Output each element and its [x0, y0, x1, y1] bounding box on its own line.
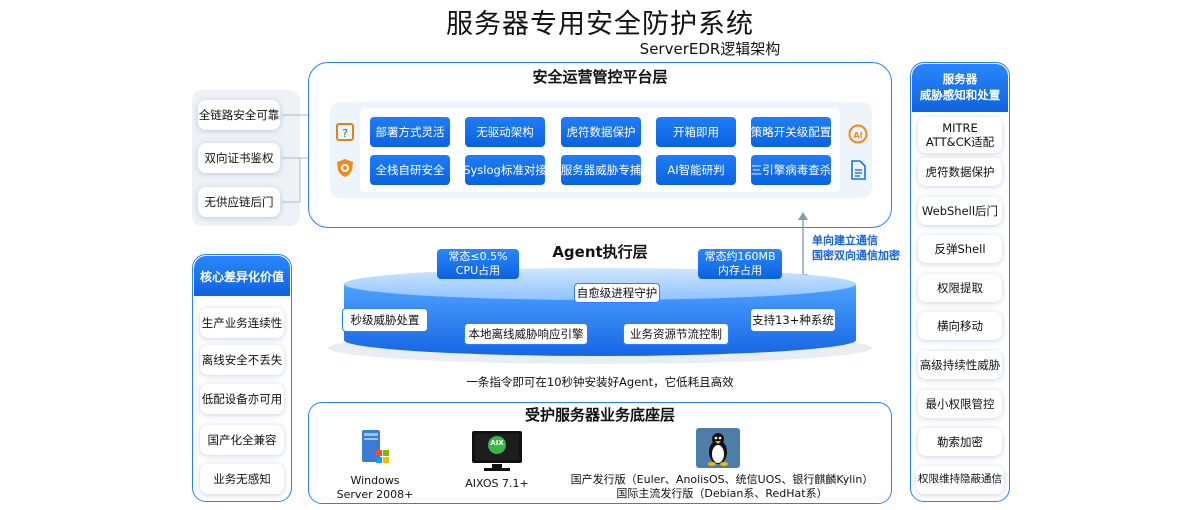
memory-stat-line2: 内存占用 — [717, 264, 762, 277]
channel-label: 单向建立通信 国密双向通信加密 — [812, 234, 900, 264]
feature-driverless: 无驱动架构 — [465, 117, 545, 147]
feature-out-of-box: 开箱即用 — [656, 117, 736, 147]
threat-item: 权限维持隐蔽通信 — [916, 466, 1004, 494]
threat-item: 横向移动 — [918, 312, 1002, 340]
agent-tag-offline-engine: 本地离线威胁响应引擎 — [464, 323, 588, 345]
threat-item: MITRE ATT&CK适配 — [918, 117, 1002, 153]
threat-item: 权限提取 — [918, 274, 1002, 302]
cpu-stat-line1: 常态≤0.5% — [448, 249, 508, 263]
linux-label-line2: 国际主流发行版（Debian系、RedHat系） — [616, 486, 828, 500]
agent-tag-multi-os: 支持13+种系统 — [750, 308, 836, 332]
agent-tag-throttle: 业务资源节流控制 — [623, 323, 729, 345]
core-value-item: 业务无感知 — [200, 464, 284, 494]
threat-item: WebShell后门 — [918, 197, 1002, 225]
feature-three-engine: 三引擎病毒查杀 — [751, 155, 831, 185]
left-top-item: 全链路安全可靠 — [198, 100, 280, 130]
core-value-item: 低配设备亦可用 — [200, 384, 284, 414]
base-layer-title: 受护服务器业务底座层 — [524, 406, 675, 424]
threat-item: 虎符数据保护 — [918, 158, 1002, 186]
feature-syslog: Syslog标准对接 — [463, 155, 547, 185]
core-value-item: 国产化全兼容 — [200, 425, 284, 455]
memory-stat-box: 常态约160MB 内存占用 — [698, 249, 782, 279]
core-value-item: 离线安全不丢失 — [200, 345, 284, 375]
screen-check-icon: ? — [335, 122, 355, 142]
threat-header-line1: 服务器 — [942, 72, 978, 87]
channel-line1: 单向建立通信 — [812, 234, 878, 247]
feature-policy-switch: 策略开关级配置 — [751, 117, 831, 147]
windows-label-line1: Windows — [350, 474, 400, 487]
windows-label-line2: Server 2008+ — [336, 487, 414, 501]
svg-text:?: ? — [342, 127, 348, 140]
core-value-header: 核心差异化价值 — [194, 256, 290, 296]
linux-penguin-icon — [696, 428, 740, 468]
feature-data-protect: 虎符数据保护 — [561, 117, 641, 147]
agent-tag-self-heal: 自愈级进程守护 — [574, 283, 660, 303]
svg-text:AI: AI — [853, 131, 862, 140]
agent-tag-second-level: 秒级威胁处置 — [342, 308, 428, 332]
cpu-stat-box: 常态≤0.5% CPU占用 — [437, 249, 519, 279]
aix-logo-text: AIX — [490, 439, 504, 447]
agent-layer-title: Agent执行层 — [552, 243, 648, 261]
feature-flexible-deploy: 部署方式灵活 — [370, 117, 450, 147]
core-value-item: 生产业务连续性 — [200, 308, 284, 338]
left-top-item: 双向证书鉴权 — [198, 143, 280, 173]
agent-caption: 一条指令即可在10秒钟安装好Agent，它低耗且高效 — [466, 375, 734, 389]
windows-server-icon — [358, 428, 392, 468]
windows-label: Windows Server 2008+ — [330, 474, 420, 502]
shield-target-icon — [335, 158, 355, 178]
feature-threat-capture: 服务器威胁专捕 — [561, 155, 641, 185]
feature-full-stack: 全栈自研安全 — [370, 155, 450, 185]
threat-item: 高级持续性威胁 — [918, 351, 1002, 379]
feature-ai-judge: AI智能研判 — [656, 155, 736, 185]
linux-label: 国产发行版（Euler、AnolisOS、统信UOS、银行麒麟Kylin） 国际… — [552, 473, 892, 501]
cpu-stat-line2: CPU占用 — [455, 264, 501, 277]
threat-header-line2: 威胁感知和处置 — [919, 88, 1001, 102]
threat-item: 勒索加密 — [918, 428, 1002, 456]
aix-label: AIXOS 7.1+ — [465, 477, 529, 490]
left-top-item: 无供应链后门 — [198, 187, 280, 217]
base-layer-frame — [308, 402, 892, 504]
linux-label-line1: 国产发行版（Euler、AnolisOS、统信UOS、银行麒麟Kylin） — [570, 473, 874, 486]
document-icon — [848, 160, 868, 180]
threat-panel-header: 服务器 威胁感知和处置 — [912, 64, 1008, 112]
threat-item: 最小权限管控 — [918, 390, 1002, 418]
page-title: 服务器专用安全防护系统 — [446, 9, 754, 40]
threat-item: 反弹Shell — [918, 235, 1002, 263]
ai-badge-icon: AI — [848, 124, 868, 144]
page-subtitle: ServerEDR逻辑架构 — [639, 40, 781, 58]
aix-monitor-icon: AIX — [470, 430, 524, 472]
channel-line2: 国密双向通信加密 — [812, 248, 900, 262]
platform-layer-title: 安全运营管控平台层 — [532, 68, 668, 86]
memory-stat-line1: 常态约160MB — [704, 249, 776, 263]
